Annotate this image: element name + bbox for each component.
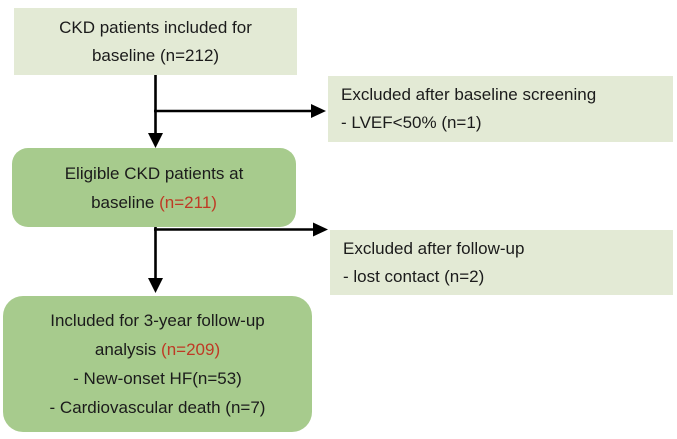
followup-line1: Included for 3-year follow-up [50, 311, 265, 330]
box-excluded-screening: Excluded after baseline screening - LVEF… [328, 76, 673, 142]
excluded-followup-line1: Excluded after follow-up [343, 238, 525, 258]
followup-line2: analysis (n=209) [95, 335, 220, 364]
excluded-followup-line2: - lost contact (n=2) [343, 266, 485, 286]
eligible-n-count: (n=211) [159, 192, 217, 212]
excluded-screening-line1: Excluded after baseline screening [341, 85, 597, 104]
followup-line2-text: analysis [94, 340, 162, 359]
followup-line3: - New-onset HF(n=53) [73, 369, 242, 388]
followup-n-count: (n=209) [161, 340, 221, 359]
box-eligible-patients: Eligible CKD patients at baseline (n=211… [12, 148, 296, 227]
box-baseline-line2: baseline (n=212) [91, 45, 220, 65]
excluded-screening-line2: - LVEF<50% (n=1) [341, 113, 482, 132]
box-followup-analysis: Included for 3-year follow-up analysis (… [3, 296, 312, 432]
arrow-down-baseline-to-eligible [148, 75, 163, 148]
arrow-down-eligible-to-followup [148, 226, 163, 293]
box-baseline-included: CKD patients included for baseline (n=21… [14, 8, 297, 75]
box-excluded-followup: Excluded after follow-up - lost contact … [330, 230, 673, 295]
box-baseline-line1: CKD patients included for [59, 17, 252, 37]
arrow-right-to-excluded-screening [154, 104, 326, 118]
eligible-line1: Eligible CKD patients at [64, 163, 244, 183]
eligible-line2-text: baseline [91, 192, 160, 212]
eligible-line2: baseline (n=211) [91, 188, 217, 217]
followup-line4: - Cardiovascular death (n=7) [49, 398, 266, 417]
